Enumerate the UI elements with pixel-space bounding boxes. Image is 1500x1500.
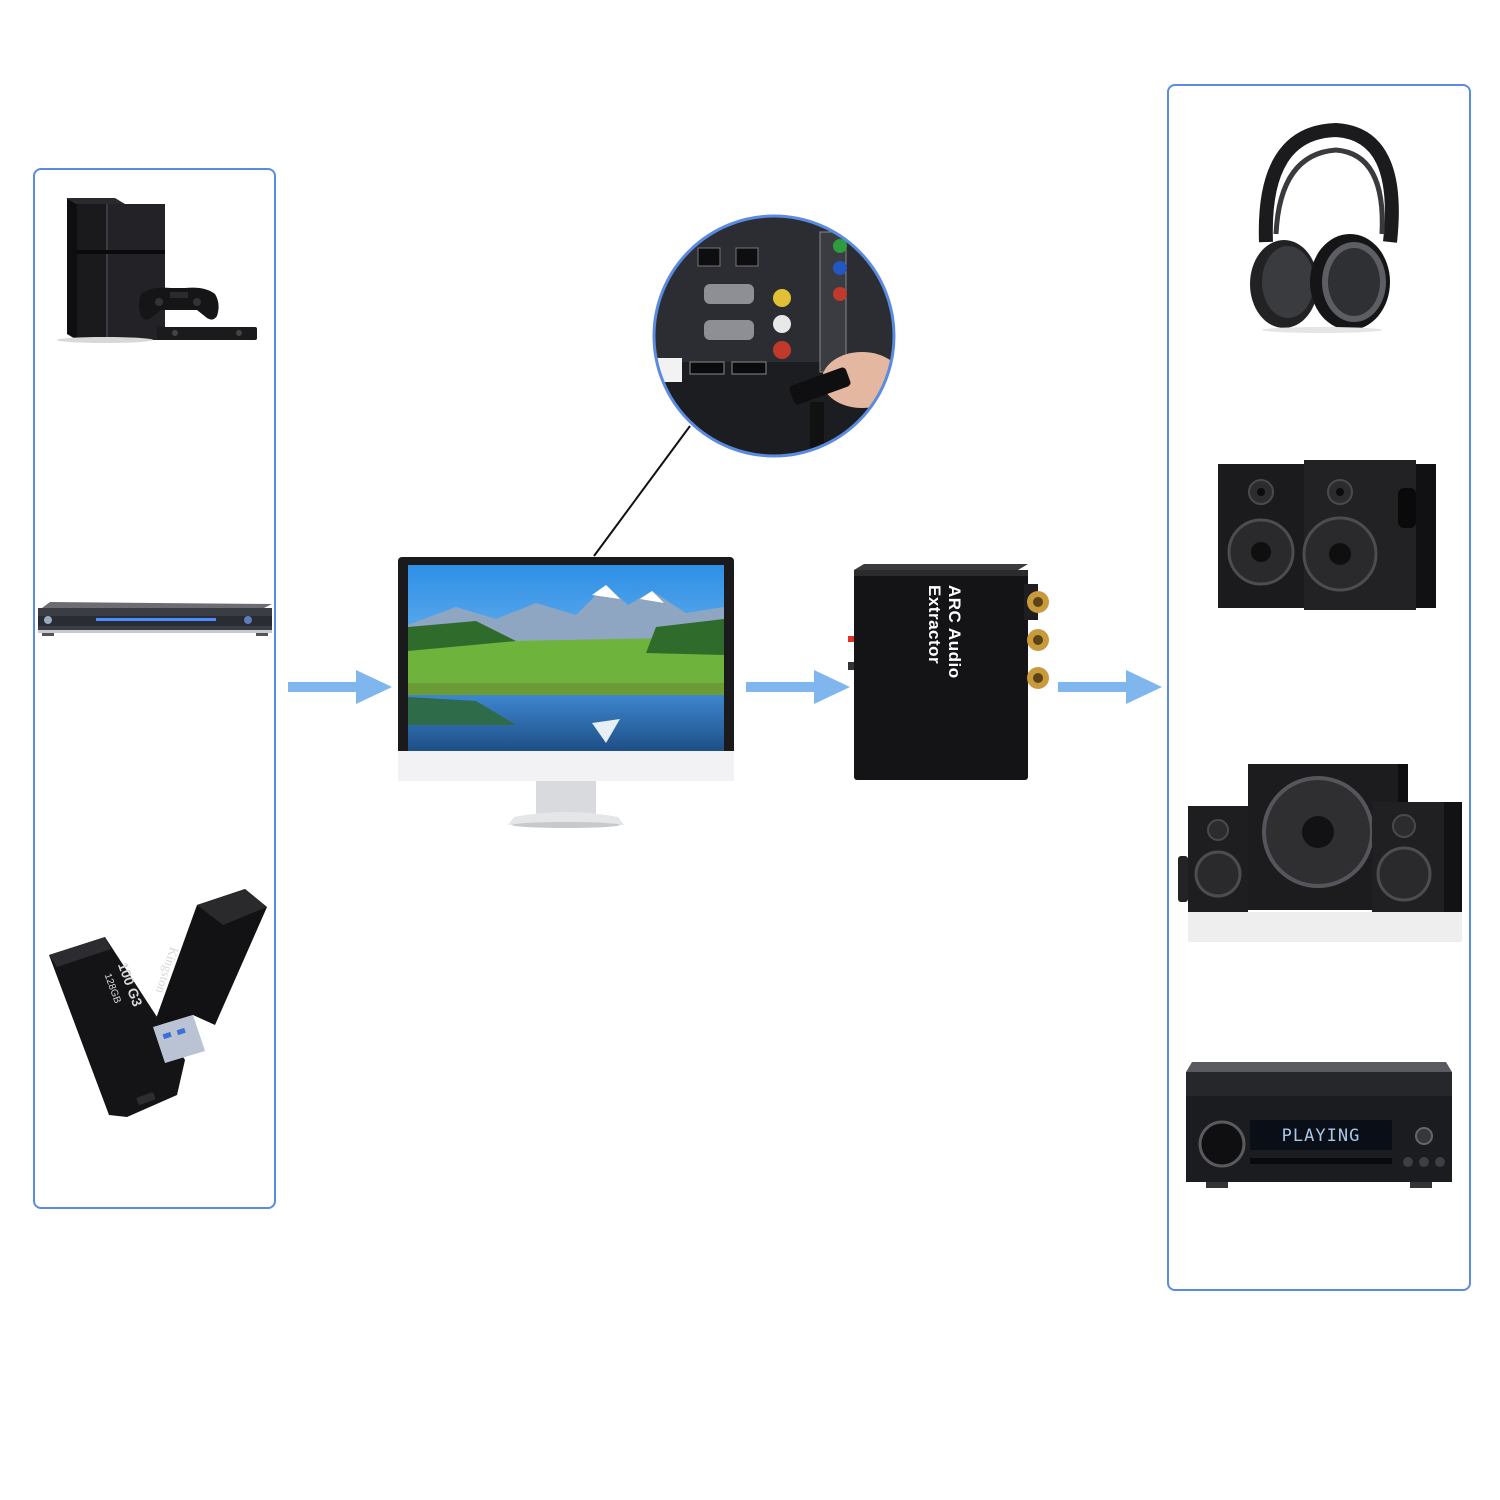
tv-monitor-image: [398, 557, 734, 828]
arrow-tv-to-extractor: [746, 670, 850, 704]
game-console-image: [57, 198, 257, 343]
arc-audio-extractor-image: [848, 564, 1049, 780]
receiver-display-text: PLAYING: [1281, 1126, 1361, 1146]
dvd-player-image: [38, 602, 272, 636]
headphones-image: [1250, 122, 1399, 333]
extractor-label: ARC Audio Extractor: [925, 585, 964, 679]
usb-flash-drive-image: [49, 889, 267, 1117]
tv-ports-closeup-image: [652, 214, 896, 458]
arrow-sources-to-tv: [288, 670, 392, 704]
arrow-extractor-to-outputs: [1058, 670, 1162, 704]
bookshelf-speakers-image: [1218, 460, 1436, 610]
speaker-system-image: [1178, 764, 1462, 942]
av-receiver-image: [1186, 1062, 1452, 1188]
callout-line: [593, 425, 691, 557]
